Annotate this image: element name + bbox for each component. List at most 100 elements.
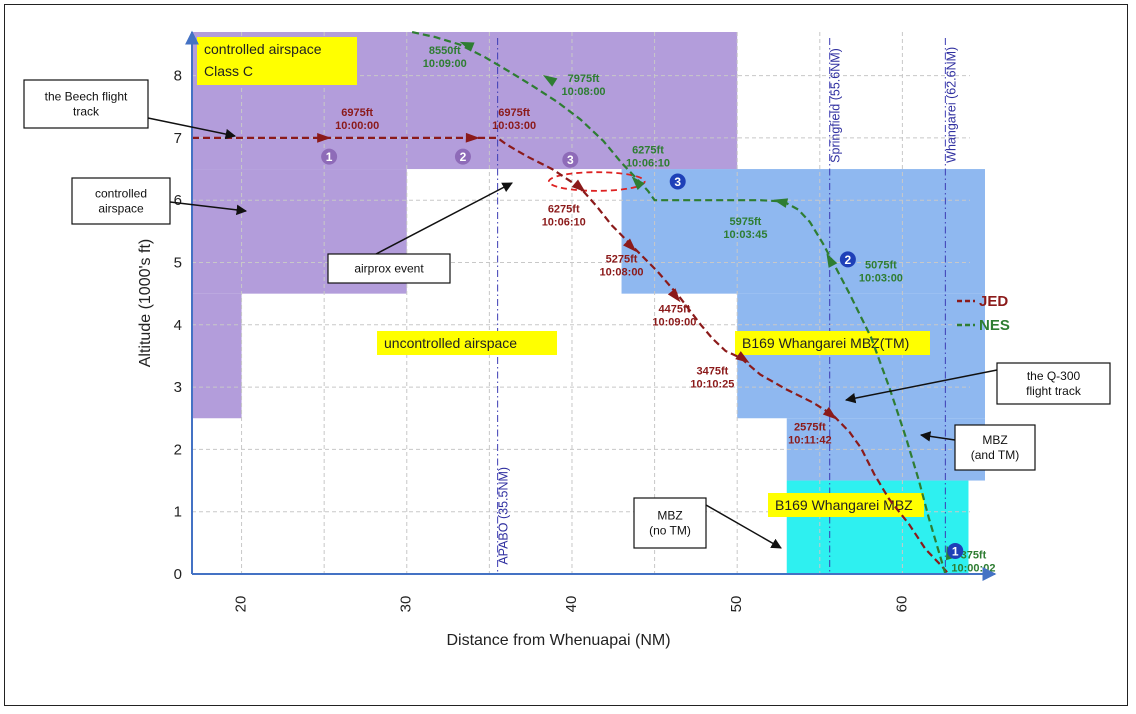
y-tick-label: 4 [174, 317, 182, 334]
callout-text: (and TM) [971, 448, 1019, 462]
annotation-time: 10:08:00 [600, 267, 644, 279]
y-tick-label: 7 [174, 130, 182, 147]
direction-marker-nes [773, 198, 789, 208]
annotation-time: 10:09:00 [652, 316, 696, 328]
callout-arrow [844, 369, 998, 404]
direction-marker-jed [317, 133, 332, 143]
direction-marker-jed [735, 351, 750, 364]
annotation-time: 10:06:10 [626, 157, 670, 169]
annotation-altitude: 7975ft [568, 73, 600, 85]
callout-arrow [919, 431, 956, 442]
x-tick-label: 50 [728, 596, 745, 613]
annotation-time: 10:10:25 [690, 379, 734, 391]
y-tick-label: 5 [174, 255, 182, 272]
y-tick-label: 6 [174, 192, 182, 209]
annotation-time: 10:08:00 [562, 86, 606, 98]
zone-label-text: B169 Whangarei MBZ [775, 497, 913, 513]
y-axis-title: Altitude (1000's ft) [137, 239, 154, 367]
series-line-nes [411, 30, 947, 575]
direction-marker-jed [623, 238, 637, 252]
callout-text: flight track [1026, 384, 1082, 398]
zone-label-text: controlled airspace [204, 41, 322, 57]
callout-arrow [147, 117, 237, 140]
y-tick-label: 0 [174, 566, 182, 583]
callout-text: track [73, 105, 100, 119]
annotation-time: 10:00:00 [335, 120, 379, 132]
legend-label: NES [979, 317, 1010, 334]
zone-label-box [377, 331, 557, 355]
x-axis-title: Distance from Whenuapai (NM) [446, 632, 670, 649]
numbered-marker-label: 2 [845, 253, 852, 267]
direction-marker-jed [822, 406, 837, 420]
annotation-altitude: 6975ft [341, 107, 373, 119]
callout-box [327, 253, 451, 284]
callout-arrow [169, 201, 248, 216]
direction-marker-nes [631, 176, 645, 190]
direction-marker-nes [542, 74, 558, 87]
numbered-marker-label: 1 [952, 544, 959, 558]
legend-label: JED [979, 293, 1008, 310]
callout-text: the Beech flight [45, 90, 128, 104]
series-line-jed [192, 136, 950, 575]
annotation-altitude: 3475ft [697, 366, 729, 378]
annotation-altitude: 8550ft [429, 45, 461, 57]
x-tick-label: 40 [563, 596, 580, 613]
annotation-altitude: 2575ft [794, 422, 826, 434]
figure-frame [4, 4, 1128, 706]
annotation-time: 10:06:10 [542, 217, 586, 229]
grid [192, 32, 970, 574]
zone-label-text: B169 Whangarei MBZ(TM) [742, 335, 909, 351]
annotation-time: 10:00:02 [951, 562, 995, 574]
x-tick-label: 20 [233, 596, 250, 613]
callout-text: MBZ [657, 509, 682, 523]
reference-line-label: APABO (35.5NM) [497, 467, 511, 565]
zone-label-box [735, 331, 930, 355]
annotation-time: 10:03:00 [492, 120, 536, 132]
direction-marker-jed [667, 288, 681, 303]
callout-arrow [705, 504, 782, 549]
numbered-marker-label: 1 [326, 150, 333, 164]
reference-line-label: Whangarei (62.6NM) [944, 47, 958, 163]
airspace-mbz-tm-mid [737, 293, 985, 419]
annotation-altitude: 5275ft [606, 254, 638, 266]
callout-text: airspace [98, 202, 144, 216]
y-tick-label: 1 [174, 504, 182, 521]
callout-arrow [375, 182, 513, 255]
annotation-altitude: 4475ft [659, 303, 691, 315]
y-tick-label: 8 [174, 68, 182, 85]
annotation-altitude: 6275ft [632, 144, 664, 156]
numbered-marker [454, 148, 471, 165]
annotation-altitude: 5975ft [730, 216, 762, 228]
direction-marker-jed [465, 132, 480, 143]
numbered-marker [321, 148, 338, 165]
airspace-mbz-tm-upper [621, 169, 985, 294]
annotation-altitude: 375ft [961, 549, 987, 561]
zone-label-box [768, 493, 924, 517]
zone-label-text: uncontrolled airspace [384, 335, 517, 351]
numbered-marker [562, 151, 579, 168]
callout-box [954, 424, 1036, 471]
callout-text: airprox event [354, 262, 424, 276]
annotation-altitude: 6975ft [498, 107, 530, 119]
callout-text: (no TM) [649, 524, 691, 538]
x-tick-label: 60 [893, 596, 910, 613]
airspace-controlled-class-c-lower [192, 293, 242, 419]
annotation-altitude: 6275ft [548, 204, 580, 216]
annotation-time: 10:03:45 [723, 229, 767, 241]
direction-marker-nes [459, 41, 475, 52]
numbered-marker [669, 173, 686, 190]
annotation-time: 10:03:00 [859, 273, 903, 285]
callout-box [23, 79, 149, 129]
direction-marker-nes [826, 253, 838, 268]
annotation-altitude: 5075ft [865, 260, 897, 272]
annotation-time: 10:11:42 [788, 435, 831, 447]
x-tick-label: 30 [398, 596, 415, 613]
callout-box [71, 177, 171, 225]
y-tick-label: 2 [174, 441, 182, 458]
reference-line-label: Springfield (55.6NM) [829, 48, 843, 163]
zone-label-box [197, 37, 357, 85]
numbered-marker [839, 251, 856, 268]
callout-text: MBZ [982, 433, 1007, 447]
airprox-ellipse [547, 171, 646, 192]
